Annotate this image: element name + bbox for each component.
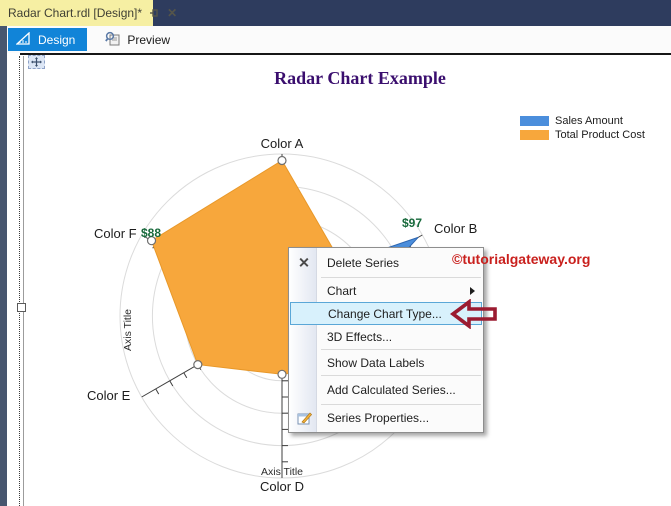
delete-icon: ✕ bbox=[298, 254, 310, 271]
menu-separator bbox=[321, 375, 481, 376]
chart-title: Radar Chart Example bbox=[274, 68, 446, 88]
category-label-color-e: Color E bbox=[87, 388, 131, 403]
pin-icon[interactable] bbox=[149, 8, 160, 19]
data-label-97: $97 bbox=[402, 216, 423, 230]
chart-resize-handle[interactable] bbox=[17, 303, 26, 312]
document-tab-title: Radar Chart.rdl [Design]* bbox=[8, 6, 143, 20]
chart-legend: Sales Amount Total Product Cost bbox=[520, 114, 645, 142]
menu-item-label: Add Calculated Series... bbox=[327, 383, 456, 397]
menu-item-label: Delete Series bbox=[327, 256, 400, 270]
category-label-color-a: Color A bbox=[260, 136, 304, 151]
menu-item-label: Series Properties... bbox=[327, 410, 430, 425]
legend-item-total-product-cost: Total Product Cost bbox=[520, 128, 645, 141]
close-icon[interactable]: ✕ bbox=[167, 6, 178, 20]
menu-item-show-data-labels[interactable]: Show Data Labels bbox=[289, 351, 483, 374]
designer-toolbar: Design Preview bbox=[3, 26, 671, 53]
sales-amount-swatch bbox=[520, 115, 549, 126]
svg-text:0: 0 bbox=[268, 309, 274, 321]
window-edge-strip bbox=[0, 26, 7, 506]
design-tab-button[interactable]: Design bbox=[8, 28, 88, 51]
preview-tab-button[interactable]: Preview bbox=[95, 28, 180, 51]
document-tab-bar: Radar Chart.rdl [Design]* ✕ bbox=[0, 0, 671, 26]
menu-item-label: Change Chart Type... bbox=[328, 306, 442, 321]
value-axis-title: Axis Title bbox=[122, 309, 134, 352]
menu-item-label: Chart bbox=[327, 283, 357, 298]
legend-item-sales-amount: Sales Amount bbox=[520, 114, 645, 127]
menu-separator bbox=[321, 404, 481, 405]
legend-label: Total Product Cost bbox=[555, 128, 645, 141]
preview-tab-label: Preview bbox=[127, 32, 171, 47]
category-axis-title: Axis Title bbox=[260, 466, 303, 478]
menu-item-series-properties[interactable]: Series Properties... bbox=[289, 406, 483, 429]
properties-icon bbox=[295, 411, 313, 425]
ruler-icon bbox=[15, 31, 32, 48]
data-label-88: $88 bbox=[141, 226, 162, 240]
category-label-color-d: Color D bbox=[259, 479, 305, 494]
watermark-text: ©tutorialgateway.org bbox=[452, 251, 591, 267]
total-product-cost-swatch bbox=[520, 129, 549, 140]
svg-text:80: 80 bbox=[258, 181, 270, 193]
menu-item-label: 3D Effects... bbox=[327, 329, 393, 344]
svg-text:40: 40 bbox=[258, 246, 270, 258]
design-tab-label: Design bbox=[38, 32, 76, 47]
category-label-color-f: Color F bbox=[94, 226, 137, 241]
menu-item-label: Show Data Labels bbox=[327, 355, 425, 370]
series-context-menu: ✕ Delete Series Chart Change Chart Type.… bbox=[288, 247, 484, 433]
chart-selection-border bbox=[23, 56, 24, 506]
chart-move-handle[interactable] bbox=[28, 55, 45, 69]
legend-label: Sales Amount bbox=[555, 114, 623, 127]
svg-text:20: 20 bbox=[258, 279, 270, 291]
document-tab[interactable]: Radar Chart.rdl [Design]* ✕ bbox=[0, 0, 177, 26]
report-body-top-border bbox=[20, 53, 671, 55]
menu-separator bbox=[321, 277, 481, 278]
svg-text:60: 60 bbox=[258, 214, 270, 226]
category-label-color-b: Color B bbox=[434, 221, 478, 236]
report-body-left-edge bbox=[19, 56, 20, 506]
preview-icon bbox=[105, 31, 121, 49]
callout-arrow-icon bbox=[450, 298, 498, 334]
menu-item-add-calculated-series[interactable]: Add Calculated Series... bbox=[289, 377, 483, 403]
submenu-arrow-icon bbox=[470, 286, 475, 295]
menu-separator bbox=[321, 349, 481, 350]
